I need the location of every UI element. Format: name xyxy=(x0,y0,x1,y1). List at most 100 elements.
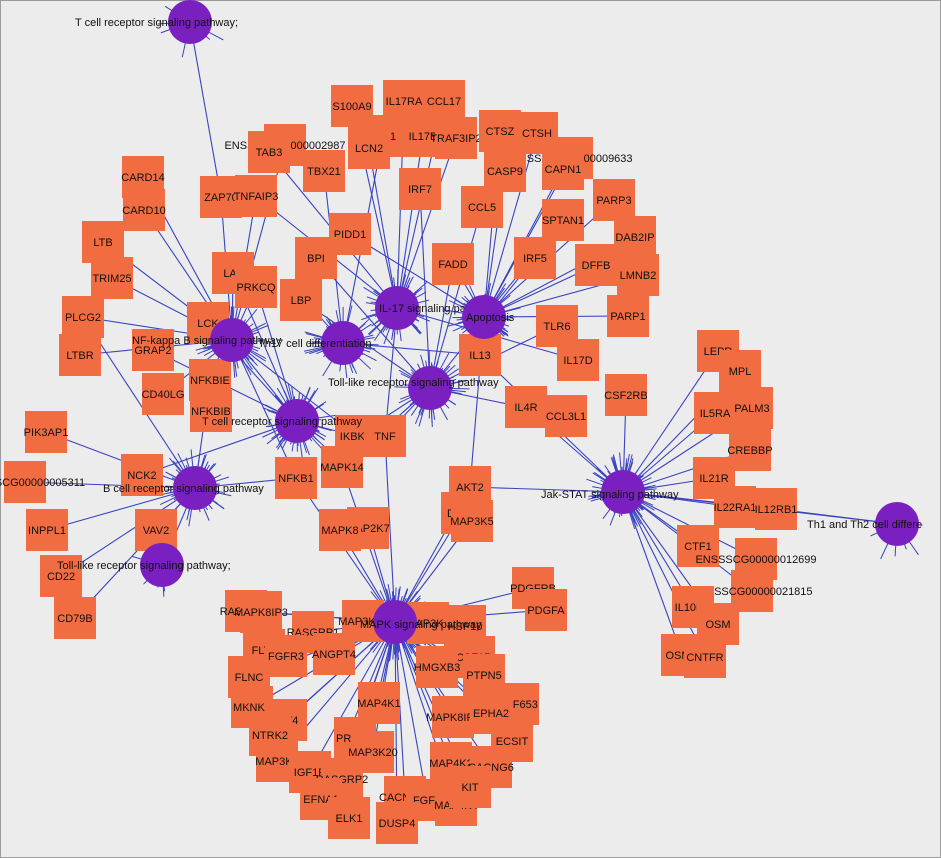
gene-node[interactable]: PIK3AP1 xyxy=(24,411,69,453)
gene-square xyxy=(575,244,617,286)
gene-node[interactable]: TRIM25 xyxy=(91,257,133,299)
gene-node[interactable]: KIT xyxy=(449,766,491,808)
gene-node[interactable]: LMNB2 xyxy=(617,254,659,296)
pathway-node-tcr[interactable]: T cell receptor signaling pathway xyxy=(202,399,362,443)
gene-node[interactable]: MAPK8IP1 xyxy=(426,696,480,738)
pathway-node-tlr2[interactable]: Toll-like receptor signaling pathway; xyxy=(57,543,231,587)
gene-node[interactable]: INPPL1 xyxy=(26,509,68,551)
gene-node[interactable]: CD79B xyxy=(54,597,96,639)
pathway-circle xyxy=(375,286,419,330)
gene-node[interactable]: PLCG2 xyxy=(62,296,104,338)
gene-label: IL22RA1 xyxy=(714,502,757,514)
gene-node[interactable]: CSF2RB xyxy=(604,374,648,416)
gene-node[interactable]: TAB3 xyxy=(248,131,290,173)
gene-node[interactable]: CASP9 xyxy=(484,150,526,192)
gene-node[interactable]: CARD10 xyxy=(122,189,166,231)
gene-label: VAV2 xyxy=(143,525,170,537)
pathway-node-tcr_top[interactable]: T cell receptor signaling pathway; xyxy=(75,0,238,44)
gene-node[interactable]: PIDD1 xyxy=(329,213,371,255)
edge-il17 xyxy=(368,147,398,309)
pathway-node-jak[interactable]: Jak-STAT signaling pathway xyxy=(541,470,679,514)
gene-node[interactable]: CD22 xyxy=(40,555,82,597)
gene-node[interactable]: DUSP4 xyxy=(376,802,418,844)
gene-label: AKT2 xyxy=(456,482,484,494)
gene-node[interactable]: ELK1 xyxy=(328,797,370,839)
gene-node[interactable]: IL22RA1 xyxy=(714,486,757,528)
gene-square xyxy=(617,254,659,296)
gene-node[interactable]: TRAF3IP2 xyxy=(430,117,482,159)
gene-node[interactable]: IL5RA xyxy=(694,392,736,434)
edge-jak xyxy=(622,491,706,658)
gene-node[interactable]: LBP xyxy=(280,279,322,321)
gene-node[interactable]: NCK2 xyxy=(121,454,163,496)
gene-node[interactable]: LTBR xyxy=(59,334,101,376)
gene-square xyxy=(684,636,726,678)
gene-label: LCN2 xyxy=(355,143,383,155)
gene-node[interactable]: TNF xyxy=(364,415,406,457)
gene-square xyxy=(755,488,797,530)
gene-node[interactable]: IL13 xyxy=(459,334,501,376)
gene-square xyxy=(132,329,174,371)
gene-node[interactable]: CREBBP xyxy=(727,429,773,471)
gene-node[interactable]: CD40LG xyxy=(142,373,185,415)
gene-node[interactable]: MAPK8 xyxy=(319,509,361,551)
gene-node[interactable]: CNTFR xyxy=(684,636,726,678)
gene-node[interactable]: MAPK8IP3 xyxy=(234,591,288,633)
gene-node[interactable]: HMGXB3 xyxy=(414,646,460,688)
gene-node[interactable]: CCL3L1 xyxy=(545,395,587,437)
gene-node[interactable]: NFKBIB xyxy=(190,390,232,432)
gene-label: IL5RA xyxy=(700,408,731,420)
gene-node[interactable]: LCN2 xyxy=(348,127,390,169)
gene-square xyxy=(542,199,584,241)
gene-node[interactable]: ANGPT4 xyxy=(312,633,356,675)
gene-node[interactable]: DAB2IP xyxy=(614,216,656,258)
pathway-node-th1[interactable]: Th1 and Th2 cell differe xyxy=(807,502,922,546)
pathway-node-mapk[interactable]: MAPK signaling pathway xyxy=(360,600,482,644)
gene-node[interactable]: TNFAIP3 xyxy=(234,175,279,217)
gene-node[interactable]: PARP3 xyxy=(593,179,635,221)
gene-node[interactable]: IRF7 xyxy=(399,168,441,210)
gene-label: TAB3 xyxy=(256,147,283,159)
gene-node[interactable]: CCL5 xyxy=(461,186,503,228)
gene-node[interactable]: MAPK14 xyxy=(320,446,364,488)
gene-node[interactable]: CAPN1 xyxy=(542,148,584,190)
gene-node[interactable]: PDGFA xyxy=(525,589,567,631)
gene-node[interactable]: NFKB1 xyxy=(275,457,317,499)
gene-node[interactable]: FGFR3 xyxy=(265,635,307,677)
gene-node[interactable]: GRAP2 xyxy=(132,329,174,371)
gene-square xyxy=(190,390,232,432)
gene-square xyxy=(719,350,761,392)
edge-nfkb xyxy=(231,144,286,341)
gene-node[interactable]: PARP1 xyxy=(607,295,649,337)
gene-label: IL17RA xyxy=(386,96,423,108)
gene-node[interactable]: MAP3K5 xyxy=(450,500,494,542)
pathway-node-apop[interactable]: Apoptosis xyxy=(462,295,515,339)
gene-node[interactable]: IL17D xyxy=(557,339,599,381)
pathway-node-bcr[interactable]: B cell receptor signaling pathway xyxy=(103,466,264,510)
gene-label: FADD xyxy=(438,259,467,271)
gene-node[interactable]: CTF1 xyxy=(677,525,719,567)
gene-node[interactable]: IRF5 xyxy=(514,237,556,279)
gene-node[interactable]: ENSSSCG00000005311 xyxy=(0,461,85,503)
gene-node[interactable]: IL4R xyxy=(505,386,547,428)
gene-node[interactable]: SPTAN1 xyxy=(542,199,584,241)
gene-node[interactable]: MPL xyxy=(719,350,761,392)
pathway-node-nfkb[interactable]: NF-kappa B signaling pathway xyxy=(132,318,282,362)
gene-node[interactable]: DFFB xyxy=(575,244,617,286)
gene-node[interactable]: CTSZ xyxy=(479,110,521,152)
edge-tcr xyxy=(255,286,298,422)
gene-node[interactable]: IL12RB1 xyxy=(755,488,798,530)
gene-label: SPTAN1 xyxy=(542,215,584,227)
gene-node[interactable]: PRKCQ xyxy=(235,266,277,308)
gene-node[interactable]: BPI xyxy=(295,237,337,279)
gene-label: CARD14 xyxy=(121,172,164,184)
gene-node[interactable]: TBX21 xyxy=(303,150,345,192)
gene-square xyxy=(59,334,101,376)
gene-node[interactable]: LTB xyxy=(82,221,124,263)
gene-node[interactable]: FADD xyxy=(432,243,474,285)
gene-label: NTRK2 xyxy=(252,730,288,742)
pathway-node-th17[interactable]: Th17 cell differentiation xyxy=(258,321,372,365)
pathway-node-tlr[interactable]: Toll-like receptor signaling pathway xyxy=(328,366,499,410)
gene-label: FLNC xyxy=(235,672,264,684)
gene-node[interactable]: PALM3 xyxy=(731,387,773,429)
